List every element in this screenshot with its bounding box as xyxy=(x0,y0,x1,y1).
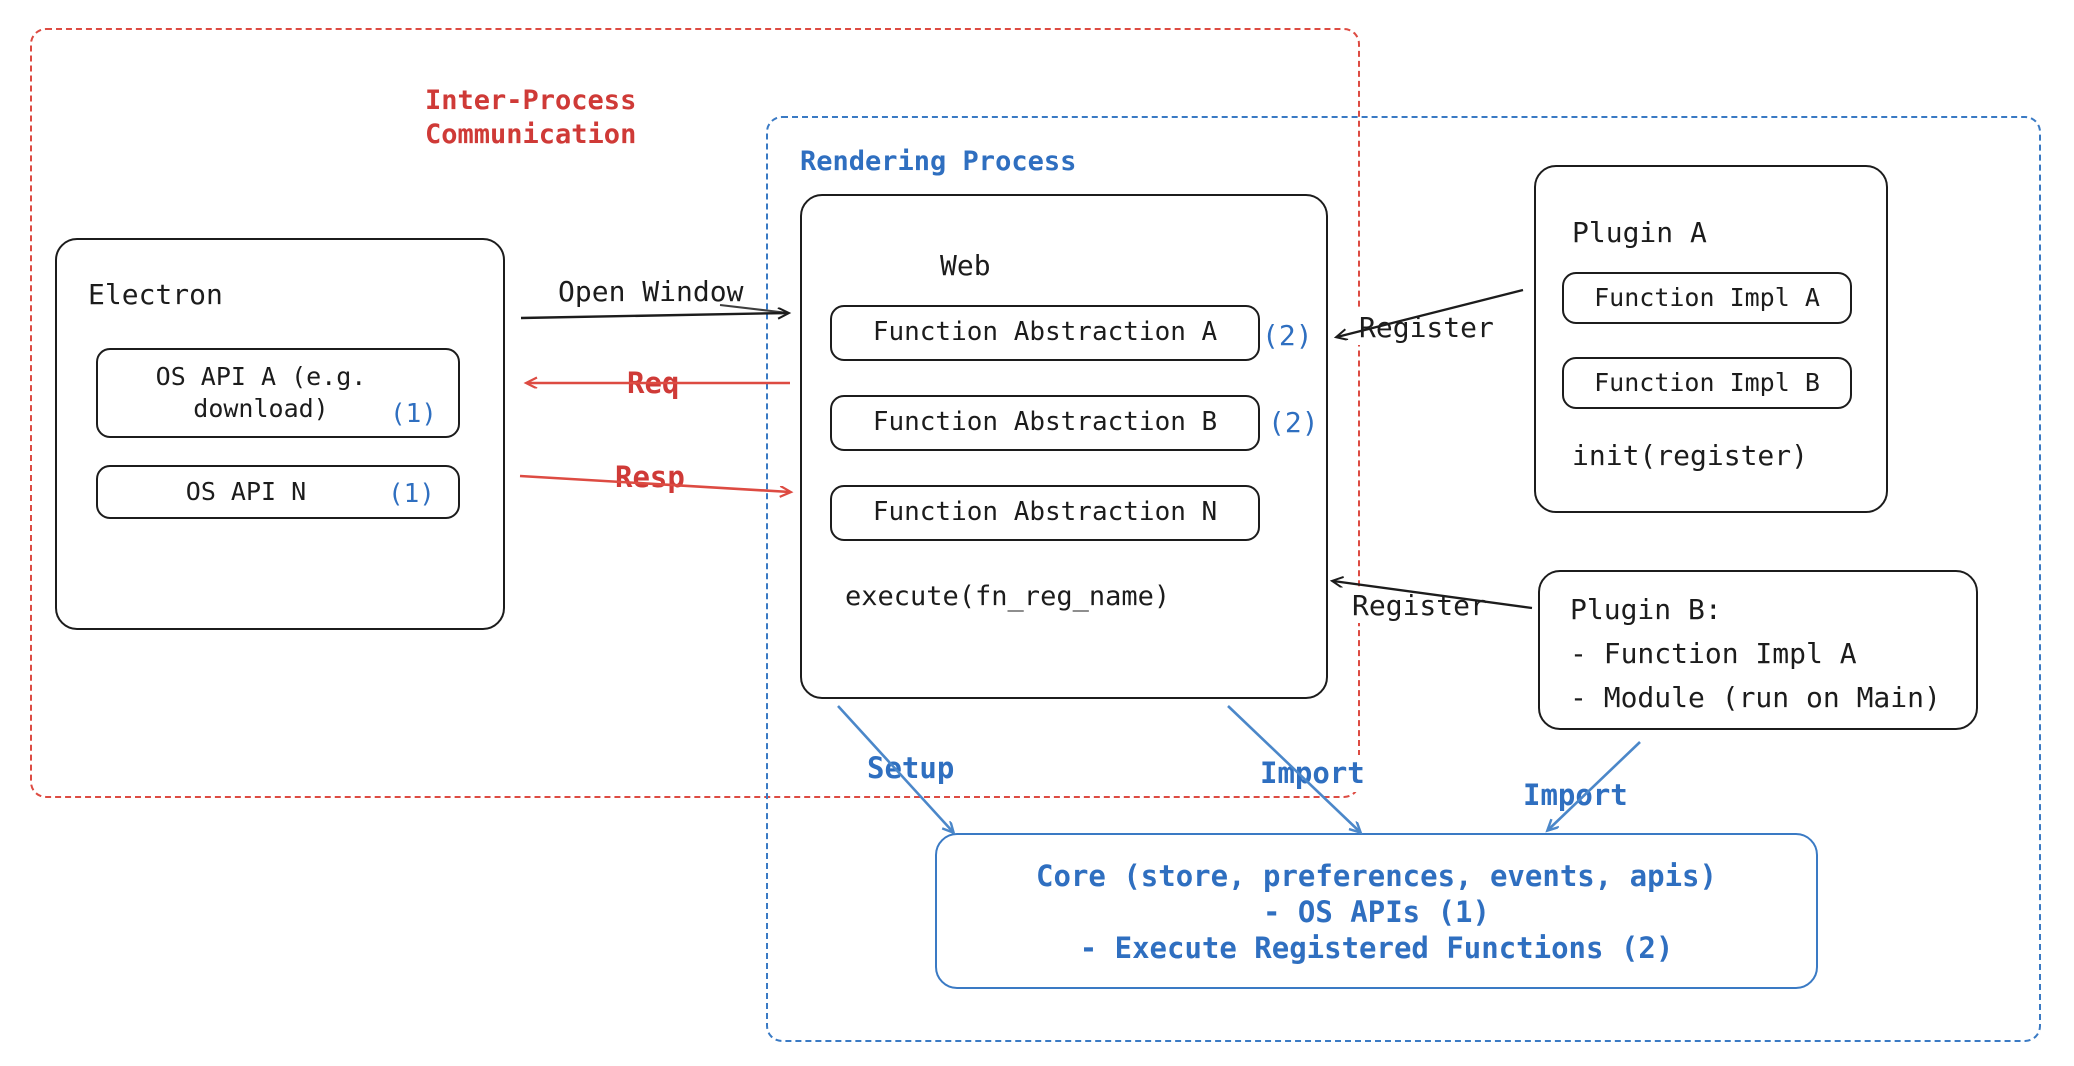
ipc-region-label: Inter-Process Communication xyxy=(425,85,637,151)
edge-label-resp: Resp xyxy=(608,459,692,496)
arrow-import-web xyxy=(1227,705,1360,832)
os-api-n-label: OS API N xyxy=(185,476,307,506)
electron-title: Electron xyxy=(88,278,223,311)
arrow-register-bottom xyxy=(1333,581,1533,610)
plugin-a-function-impl-b-box[interactable] xyxy=(1562,357,1852,409)
core-title-line: Core (store, preferences, events, apis) xyxy=(1036,859,1717,893)
edge-label-import-plugin-b: Import xyxy=(1518,777,1633,814)
function-abstraction-b-ref: (2) xyxy=(1268,406,1319,439)
core-os-apis-line: - OS APIs (1) xyxy=(1263,895,1490,929)
core-box[interactable] xyxy=(935,833,1818,989)
os-api-a-label: OS API A (e.g. download) xyxy=(155,361,367,424)
function-abstraction-a-ref: (2) xyxy=(1262,319,1313,352)
function-abstraction-b-box[interactable] xyxy=(830,395,1260,451)
os-api-n-ref: (1) xyxy=(388,479,435,509)
edge-label-register-bottom: Register xyxy=(1348,588,1491,624)
arrow-open-window xyxy=(520,304,788,318)
function-abstraction-b-label: Function Abstraction B xyxy=(872,407,1218,438)
core-execute-functions-line: - Execute Registered Functions (2) xyxy=(1079,931,1674,965)
plugin-a-function-impl-b-label: Function Impl B xyxy=(1594,367,1820,397)
function-abstraction-n-label: Function Abstraction N xyxy=(872,497,1218,528)
web-title: Web xyxy=(940,249,991,282)
rendering-process-region-boundary xyxy=(766,116,2041,1042)
os-api-a-box[interactable] xyxy=(96,348,460,438)
edge-label-setup: Setup xyxy=(862,750,960,787)
function-abstraction-a-box[interactable] xyxy=(830,305,1260,361)
plugin-a-box[interactable] xyxy=(1534,165,1888,513)
plugin-a-init-label: init(register) xyxy=(1572,439,1809,472)
plugin-b-title: Plugin B: xyxy=(1570,593,1722,626)
arrow-register-top xyxy=(1337,288,1524,337)
edge-label-register-top: Register xyxy=(1355,310,1498,346)
os-api-a-ref: (1) xyxy=(390,399,437,429)
plugin-a-function-impl-a-box[interactable] xyxy=(1562,272,1852,324)
edge-label-open-window: Open Window xyxy=(558,275,744,308)
plugin-b-item-function-impl-a: - Function Impl A xyxy=(1570,637,1857,670)
arrow-setup xyxy=(837,705,953,832)
plugin-b-box[interactable] xyxy=(1538,570,1978,730)
arrow-resp xyxy=(519,474,790,492)
rendering-process-region-label: Rendering Process xyxy=(800,146,1077,177)
plugin-a-function-impl-a-label: Function Impl A xyxy=(1594,282,1820,312)
plugin-a-title: Plugin A xyxy=(1572,216,1707,249)
ipc-region-boundary xyxy=(30,28,1360,798)
function-abstraction-n-box[interactable] xyxy=(830,485,1260,541)
os-api-n-box[interactable] xyxy=(96,465,460,519)
plugin-b-item-module: - Module (run on Main) xyxy=(1570,681,1941,714)
function-abstraction-a-label: Function Abstraction A xyxy=(872,317,1218,348)
web-execute-method: execute(fn_reg_name) xyxy=(845,581,1171,612)
arrow-import-plugin-b xyxy=(1548,741,1641,830)
